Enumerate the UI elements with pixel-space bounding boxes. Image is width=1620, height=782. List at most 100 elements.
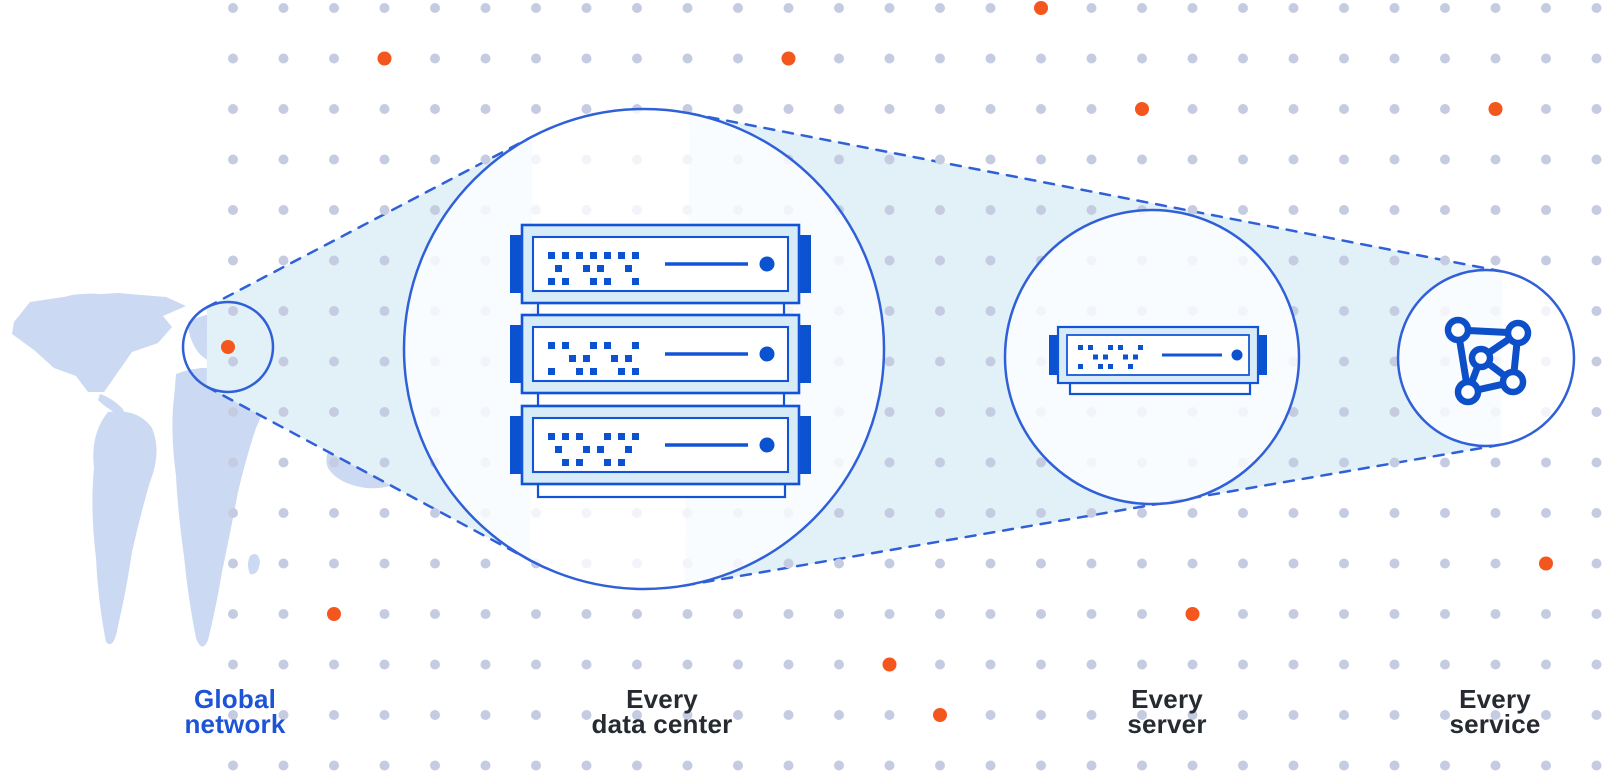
grid-dot xyxy=(935,457,945,468)
continent-shape xyxy=(98,394,125,415)
server-side-tab xyxy=(797,325,811,383)
grid-dot xyxy=(1036,53,1046,64)
grid-dot xyxy=(430,154,440,165)
grid-dot xyxy=(1137,760,1147,771)
grid-dot xyxy=(1389,104,1400,114)
grid-dot xyxy=(1541,609,1551,619)
stage-label-global-network: Global network xyxy=(115,686,355,739)
grid-dot xyxy=(682,3,693,13)
grid-dot xyxy=(834,760,844,771)
grid-dot xyxy=(278,306,289,316)
grid-dot xyxy=(1288,407,1299,417)
grid-dot xyxy=(480,710,491,720)
grid-dot xyxy=(1036,205,1046,215)
grid-dot xyxy=(278,760,289,771)
grid-dot xyxy=(1238,609,1248,619)
grid-dot xyxy=(1389,457,1400,468)
grid-dot xyxy=(1339,710,1349,720)
status-led xyxy=(759,346,775,362)
grid-dot xyxy=(884,356,895,367)
grid-dot-orange xyxy=(1185,607,1200,621)
grid-dot xyxy=(783,558,794,569)
continent-shape xyxy=(172,367,264,647)
grid-dot xyxy=(1238,53,1248,64)
grid-dot xyxy=(1086,760,1097,771)
grid-dot xyxy=(1591,306,1602,316)
grid-dot xyxy=(935,104,945,114)
mesh-node xyxy=(1499,368,1527,396)
dashed-edge xyxy=(683,443,1503,587)
grid-dot xyxy=(329,3,339,13)
grid-dot xyxy=(379,558,390,569)
status-led xyxy=(759,437,775,453)
grid-dot xyxy=(1339,609,1349,619)
grid-dot xyxy=(985,53,996,64)
grid-dot xyxy=(884,407,895,417)
grid-dot xyxy=(834,609,844,619)
grid-dot xyxy=(1137,508,1147,518)
grid-dot xyxy=(733,53,743,64)
grid-dot xyxy=(1389,255,1400,266)
grid-dot-orange xyxy=(1539,556,1553,571)
grid-dot xyxy=(884,3,895,13)
grid-dot xyxy=(1086,154,1097,165)
grid-dot xyxy=(1541,760,1551,771)
grid-dot xyxy=(1339,53,1349,64)
grid-dot xyxy=(1591,760,1602,771)
grid-dot-orange xyxy=(327,607,341,621)
grid-dot xyxy=(935,659,945,670)
grid-dot xyxy=(1238,558,1248,569)
mesh-node xyxy=(1444,316,1472,344)
grid-dot xyxy=(1137,558,1147,569)
grid-dot xyxy=(430,508,440,518)
grid-dot xyxy=(985,154,996,165)
grid-dot xyxy=(1389,760,1400,771)
server-side-tab xyxy=(510,325,524,383)
label-line: service xyxy=(1449,709,1541,739)
server-unit-icon xyxy=(1049,325,1267,396)
grid-dot xyxy=(1591,154,1602,165)
grid-dot xyxy=(228,255,238,266)
grid-dot xyxy=(1288,760,1299,771)
server-faceplate xyxy=(531,235,790,293)
grid-dot xyxy=(733,104,743,114)
grid-dot xyxy=(1339,407,1349,417)
label-line: network xyxy=(184,709,286,739)
grid-dot xyxy=(884,104,895,114)
grid-dot xyxy=(480,609,491,619)
grid-dot xyxy=(1490,760,1501,771)
grid-dot xyxy=(1086,558,1097,569)
grid-dot xyxy=(834,3,844,13)
grid-dot xyxy=(632,609,642,619)
grid-dot xyxy=(480,104,491,114)
rack-tray xyxy=(536,301,786,317)
grid-dot xyxy=(884,558,895,569)
grid-dot xyxy=(1238,760,1248,771)
grid-dot xyxy=(1389,407,1400,417)
grid-dot xyxy=(1288,104,1299,114)
grid-dot xyxy=(884,609,895,619)
network-mesh-icon xyxy=(1444,316,1532,406)
grid-dot xyxy=(1591,53,1602,64)
grid-dot xyxy=(480,3,491,13)
grid-dot xyxy=(1238,104,1248,114)
grid-dot xyxy=(329,356,339,367)
grid-dot xyxy=(329,407,339,417)
grid-dot xyxy=(581,760,592,771)
grid-dot-orange xyxy=(1034,1,1048,15)
dashed-edge xyxy=(688,112,1505,273)
grid-dot xyxy=(1288,255,1299,266)
grid-dot xyxy=(1339,154,1349,165)
grid-dot xyxy=(430,558,440,569)
grid-dot xyxy=(632,53,642,64)
grid-dot xyxy=(1389,154,1400,165)
grid-dot xyxy=(329,255,339,266)
grid-dot xyxy=(1541,457,1551,468)
grid-dot xyxy=(278,407,289,417)
grid-dot xyxy=(329,457,339,468)
grid-dot xyxy=(379,760,390,771)
grid-dot xyxy=(834,104,844,114)
grid-dot xyxy=(228,205,238,215)
continent-shape xyxy=(248,554,260,575)
